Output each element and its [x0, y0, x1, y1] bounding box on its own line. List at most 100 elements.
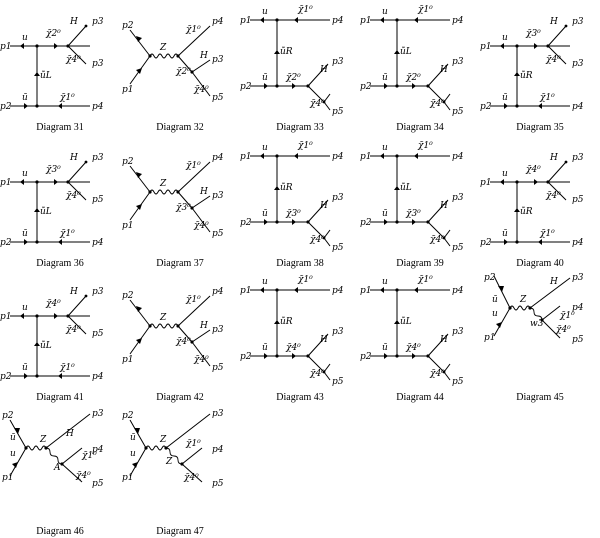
- arrow-icon: [294, 17, 298, 23]
- particle-label: χ̃2⁰: [175, 66, 191, 77]
- arrow-icon: [14, 428, 20, 434]
- arrow-icon: [412, 83, 416, 89]
- diagram-caption: Diagram 32: [156, 122, 204, 133]
- arrow-icon: [54, 43, 58, 49]
- arrow-icon: [264, 83, 268, 89]
- vertex-dot: [515, 180, 519, 184]
- vertex-dot: [35, 374, 39, 378]
- arrow-icon: [34, 72, 40, 76]
- arrow-icon: [394, 320, 400, 324]
- arrow-icon: [498, 286, 504, 292]
- particle-label: ū: [22, 229, 28, 239]
- particle-label: p5: [92, 479, 104, 489]
- arrow-icon: [504, 103, 508, 109]
- vertex-dot: [395, 354, 399, 358]
- particle-label: u: [262, 7, 268, 17]
- propagator-line: [323, 101, 331, 111]
- diagram-caption: Diagram 34: [396, 122, 444, 133]
- arrow-icon: [136, 204, 142, 210]
- propagator-line: [67, 161, 87, 183]
- propagator-line: [191, 195, 211, 209]
- vertex-dot: [275, 154, 279, 158]
- particle-label: χ̃1⁰: [417, 274, 433, 285]
- propagator-line: [547, 161, 567, 183]
- particle-label: p4: [332, 286, 344, 296]
- particle-label: p4: [452, 16, 464, 26]
- propagator-line: [323, 93, 331, 103]
- particle-label: ũR: [520, 70, 533, 81]
- particle-label: H: [69, 17, 78, 27]
- feynman-diagram: p1 p2 p4 p3 p5 u ũL ū χ̃1⁰ H χ̃4⁰ χ̃4⁰ D…: [360, 272, 480, 404]
- vertex-dot: [442, 370, 446, 374]
- vertex-dot: [44, 446, 48, 450]
- vertex-dot: [35, 240, 39, 244]
- particle-label: χ̃1⁰: [297, 274, 313, 285]
- vertex-dot: [515, 240, 519, 244]
- diagram-caption: Diagram 44: [396, 392, 444, 403]
- particle-label: u: [262, 143, 268, 153]
- particle-label: χ̃4⁰: [309, 234, 325, 245]
- particle-label: ũL: [40, 340, 52, 351]
- arrow-icon: [538, 103, 542, 109]
- propagator-line: [427, 221, 445, 239]
- particle-label: χ̃3⁰: [45, 164, 61, 175]
- propagator-line: [323, 363, 331, 373]
- particle-label: χ̃3⁰: [285, 208, 301, 219]
- particle-label: ũL: [400, 182, 412, 193]
- vertex-dot: [275, 84, 279, 88]
- vertex-dot: [395, 288, 399, 292]
- vertex-dot: [426, 354, 430, 358]
- vertex-dot: [84, 160, 88, 164]
- feynman-diagram: p1 p2 p4 p3 p5 u ũR ū χ̃1⁰ H χ̃2⁰ χ̃4⁰ D…: [240, 2, 360, 134]
- vertex-dot: [528, 306, 532, 310]
- propagator-line: [67, 295, 87, 317]
- particle-label: H: [69, 287, 78, 297]
- arrow-icon: [24, 103, 28, 109]
- particle-label: ū: [262, 209, 268, 219]
- particle-label: ū: [502, 229, 508, 239]
- vertex-dot: [84, 294, 88, 298]
- particle-label: H: [549, 17, 558, 27]
- particle-label: u: [22, 169, 28, 179]
- particle-label: A: [53, 463, 61, 473]
- propagator-line: [427, 85, 445, 103]
- arrow-icon: [380, 153, 384, 159]
- particle-label: χ̃4⁰: [183, 472, 199, 483]
- feynman-diagram: p1 p2 p3 p4 p3 u ũL ū χ̃2⁰ H χ̃4⁰ χ̃1⁰ D…: [0, 2, 120, 134]
- vertex-dot: [164, 446, 168, 450]
- arrow-icon: [414, 17, 418, 23]
- particle-label: χ̃3⁰: [175, 202, 191, 213]
- particle-label: p1: [360, 286, 372, 296]
- particle-label: ū: [502, 93, 508, 103]
- particle-label: p3: [452, 193, 464, 203]
- arrow-icon: [412, 219, 416, 225]
- particle-label: H: [199, 187, 208, 197]
- particle-label: p1: [122, 85, 134, 95]
- arrow-icon: [260, 17, 264, 23]
- vertex-dot: [322, 370, 326, 374]
- propagator-line: [323, 371, 331, 381]
- particle-label: H: [319, 335, 328, 345]
- arrow-icon: [294, 153, 298, 159]
- propagator-line: [529, 307, 543, 321]
- propagator-line: [165, 413, 211, 449]
- particle-label: p2: [240, 82, 252, 92]
- particle-label: p3: [212, 409, 224, 419]
- particle-label: χ̃2⁰: [285, 72, 301, 83]
- diagram-caption: Diagram 38: [276, 258, 324, 269]
- propagator-line: [307, 355, 325, 373]
- arrow-icon: [538, 239, 542, 245]
- feynman-diagram: p2 p1 p4 p3 p5 Z χ̃1⁰ χ̃2⁰ H χ̃4⁰ Diagra…: [120, 2, 240, 134]
- particle-label: p1: [2, 473, 14, 483]
- vertex-dot: [395, 84, 399, 88]
- propagator-line: [541, 319, 561, 339]
- arrow-icon: [504, 239, 508, 245]
- particle-label: ū: [492, 295, 498, 305]
- diagram-caption: Diagram 31: [36, 122, 84, 133]
- propagator-line: [177, 161, 211, 193]
- particle-label: p1: [360, 16, 372, 26]
- vertex-dot: [176, 324, 180, 328]
- particle-label: p4: [572, 238, 584, 248]
- particle-label: u: [382, 143, 388, 153]
